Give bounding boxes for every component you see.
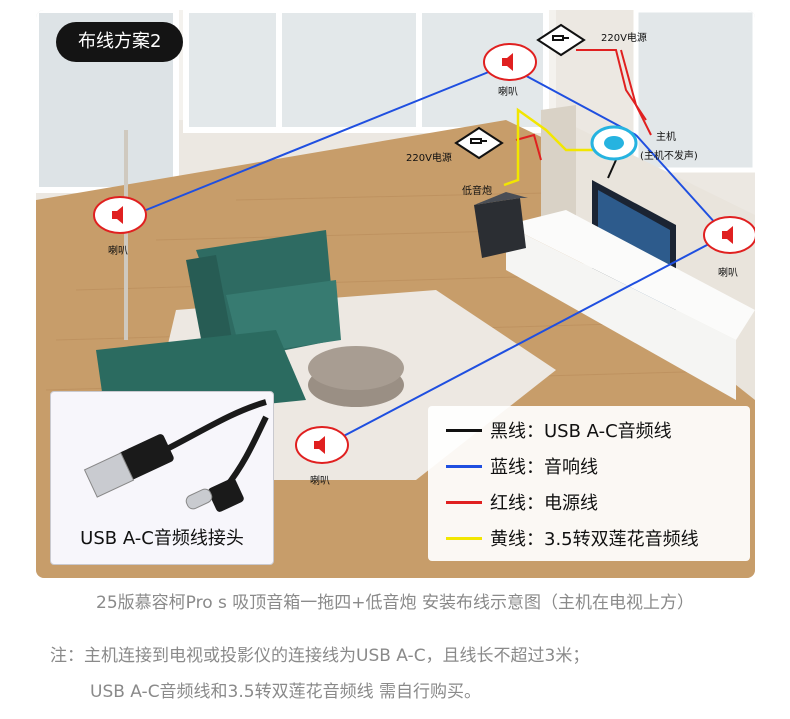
note-line-1: 注：主机连接到电视或投影仪的连接线为USB A-C，且线长不超过3米； <box>50 646 590 666</box>
host-label: 主机 <box>656 132 676 143</box>
legend-swatch <box>446 536 482 540</box>
speaker-label: 喇叭 <box>108 246 128 257</box>
connector-inset: USB A-C音频线接头 <box>50 391 274 565</box>
speaker-right <box>703 216 755 254</box>
power-220v-label: 220V电源 <box>406 153 452 164</box>
wiring-diagram: 布线方案2 喇叭 喇叭 喇叭 喇叭 220V电源 220V电源 低音炮 主机 (… <box>36 10 755 578</box>
legend-swatch <box>446 428 482 432</box>
speaker-left <box>93 196 147 234</box>
legend: 黑线：USB A-C音频线 蓝线：音响线 红线：电源线 黄线：3.5转双莲花音频… <box>428 406 750 561</box>
note-line-2: USB A-C音频线和3.5转双莲花音频线 需自行购买。 <box>90 682 481 702</box>
speaker-label: 喇叭 <box>310 476 330 487</box>
diagram-caption: 25版慕容柯Pro s 吸顶音箱一拖四+低音炮 安装布线示意图（主机在电视上方） <box>96 593 694 613</box>
speaker-front <box>295 426 349 464</box>
power-220v-label: 220V电源 <box>601 33 647 44</box>
legend-item: 红线：电源线 <box>446 488 598 516</box>
legend-item: 蓝线：音响线 <box>446 452 598 480</box>
legend-swatch <box>446 500 482 504</box>
speaker-label: 喇叭 <box>718 268 738 279</box>
speaker-top <box>483 43 537 81</box>
inset-caption: USB A-C音频线接头 <box>80 528 244 549</box>
usb-cable-icon <box>83 399 269 512</box>
host-note-label: (主机不发声) <box>640 151 698 162</box>
speaker-label: 喇叭 <box>498 87 518 98</box>
legend-text: 红线：电源线 <box>490 493 598 514</box>
scheme-title: 布线方案2 <box>56 22 184 62</box>
power-plug-icon <box>454 126 504 160</box>
legend-text: 黑线：USB A-C音频线 <box>490 421 672 442</box>
power-plug-icon <box>536 23 586 57</box>
host-unit <box>590 125 638 161</box>
legend-item: 黑线：USB A-C音频线 <box>446 416 672 444</box>
legend-item: 黄线：3.5转双莲花音频线 <box>446 524 699 552</box>
subwoofer-label: 低音炮 <box>462 186 492 197</box>
legend-text: 蓝线：音响线 <box>490 457 598 478</box>
legend-swatch <box>446 464 482 468</box>
legend-text: 黄线：3.5转双莲花音频线 <box>490 529 699 550</box>
